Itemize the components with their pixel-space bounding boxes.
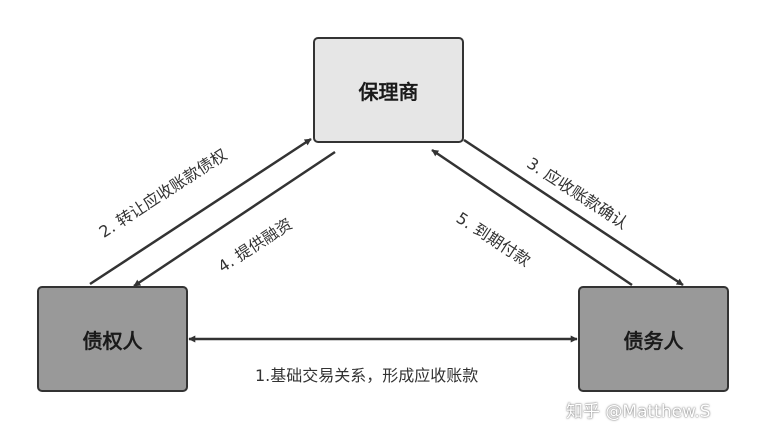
arrow-transfer-receivables <box>89 137 312 286</box>
node-factor-label: 保理商 <box>358 79 419 104</box>
node-factor: 保理商 <box>313 37 464 143</box>
node-creditor: 债权人 <box>37 286 188 392</box>
arrow-provide-financing <box>133 150 336 288</box>
node-debtor-label: 债务人 <box>623 328 684 353</box>
arrow-confirm-receivables <box>463 138 684 287</box>
watermark: 知乎 @Matthew.S <box>566 402 711 422</box>
arrow-pay-at-maturity <box>431 148 633 287</box>
node-creditor-label: 债权人 <box>82 328 143 353</box>
edge-label-basic-transaction: 1.基础交易关系，形成应收账款 <box>255 366 479 385</box>
node-debtor: 债务人 <box>578 286 729 392</box>
